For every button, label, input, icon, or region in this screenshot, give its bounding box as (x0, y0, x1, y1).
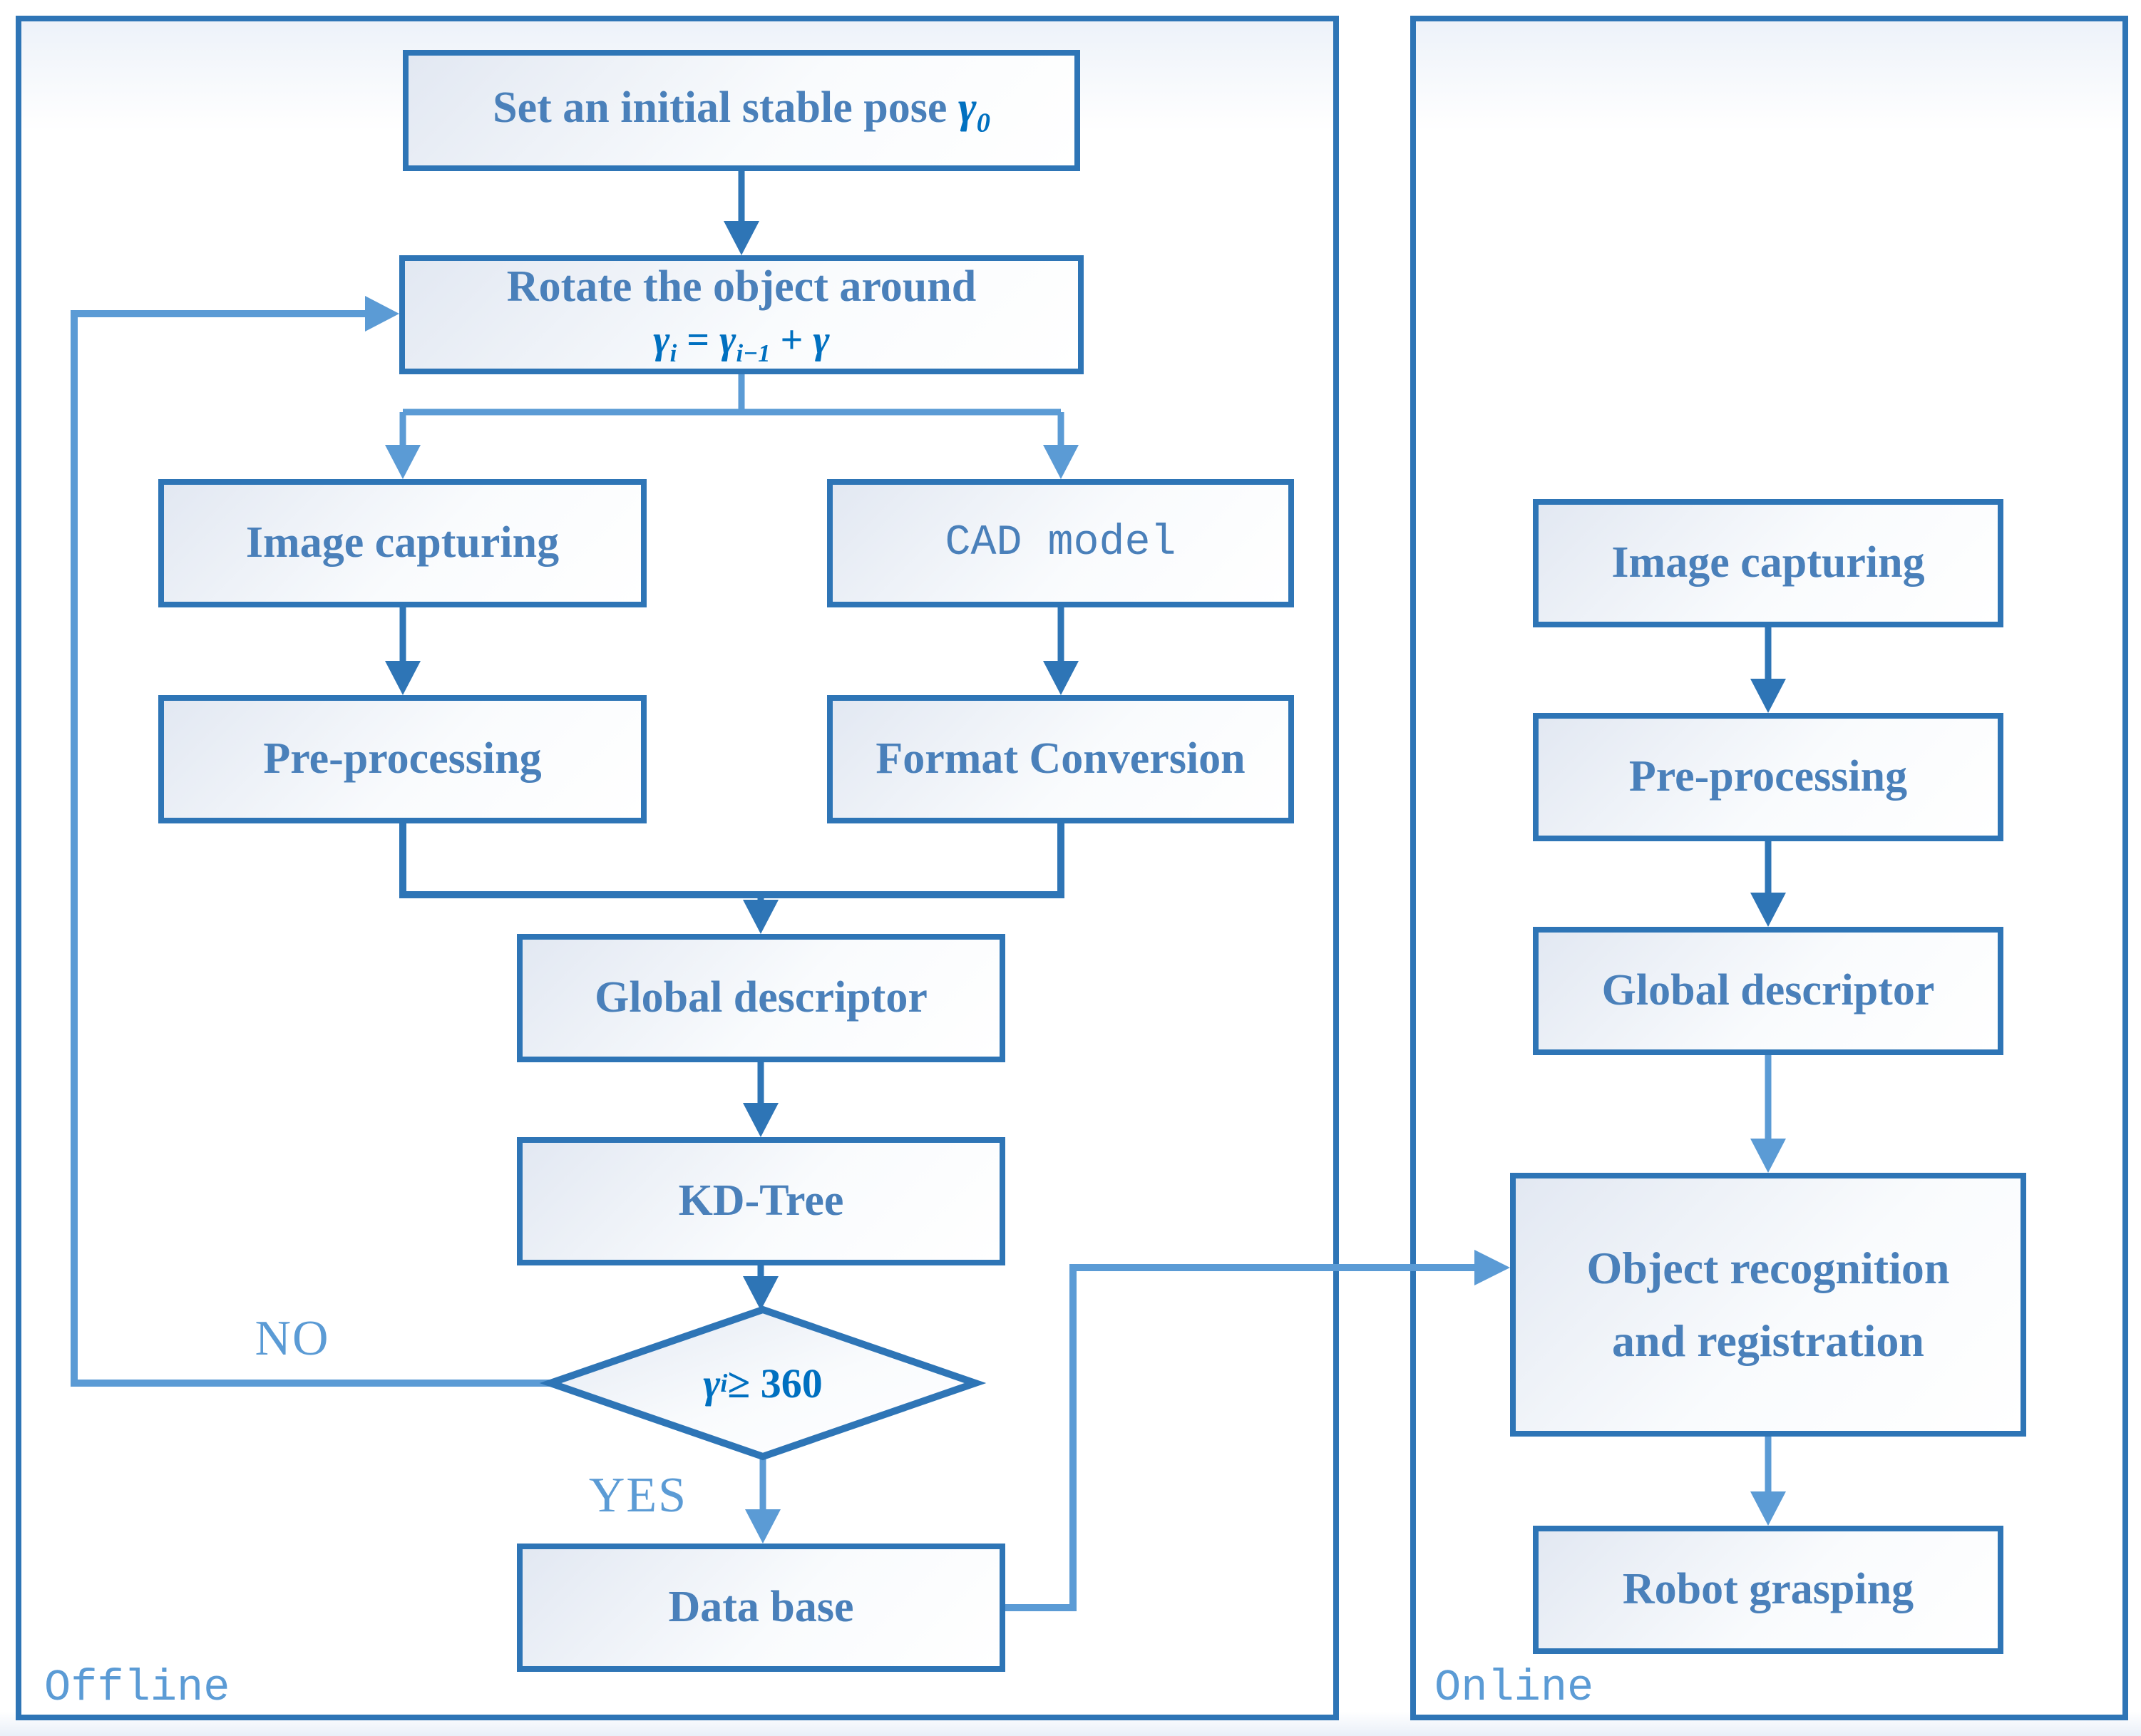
node-label: Global descriptor (1601, 966, 1935, 1015)
online-panel (1410, 16, 2128, 1720)
node-global-descriptor-offline: Global descriptor (517, 934, 1005, 1062)
node-robot-grasping: Robot grasping (1533, 1526, 2003, 1654)
edge-label-yes: YES (588, 1468, 688, 1523)
node-label: Rotate the object around (506, 262, 977, 312)
online-panel-label: Online (1434, 1663, 1594, 1713)
node-label: Pre-processing (263, 734, 542, 784)
node-cad-model: CAD model (827, 479, 1294, 607)
node-label: Set an initial stable pose γ0 (493, 83, 990, 138)
node-label: Image capturing (1611, 538, 1925, 587)
node-label: Global descriptor (595, 973, 928, 1022)
node-image-capturing-offline: Image capturing (158, 479, 647, 607)
node-label: KD-Tree (678, 1176, 844, 1226)
node-label: Pre-processing (1628, 752, 1908, 801)
node-label: Robot grasping (1622, 1565, 1914, 1614)
node-object-recognition: Object recognition and registration (1510, 1173, 2026, 1437)
node-label: Image capturing (245, 518, 560, 567)
node-global-descriptor-online: Global descriptor (1533, 927, 2003, 1055)
node-pre-processing-offline: Pre-processing (158, 695, 647, 823)
node-database: Data base (517, 1544, 1005, 1672)
node-pre-processing-online: Pre-processing (1533, 713, 2003, 841)
offline-panel-label: Offline (44, 1663, 230, 1713)
node-rotate-object: Rotate the object around γi = γi−1 + γ (399, 255, 1084, 374)
edge-label-no: NO (255, 1311, 330, 1366)
rotate-formula: γi = γi−1 + γ (653, 317, 830, 367)
node-kd-tree: KD-Tree (517, 1137, 1005, 1265)
node-label: Format Conversion (876, 734, 1246, 784)
node-format-conversion: Format Conversion (827, 695, 1294, 823)
node-image-capturing-online: Image capturing (1533, 499, 2003, 627)
node-label: CAD model (945, 518, 1176, 567)
node-label-line1: Object recognition (1586, 1242, 1950, 1293)
node-label-line2: and registration (1612, 1315, 1924, 1366)
node-label: Data base (668, 1583, 854, 1632)
node-set-initial-pose: Set an initial stable pose γ0 (403, 50, 1080, 171)
